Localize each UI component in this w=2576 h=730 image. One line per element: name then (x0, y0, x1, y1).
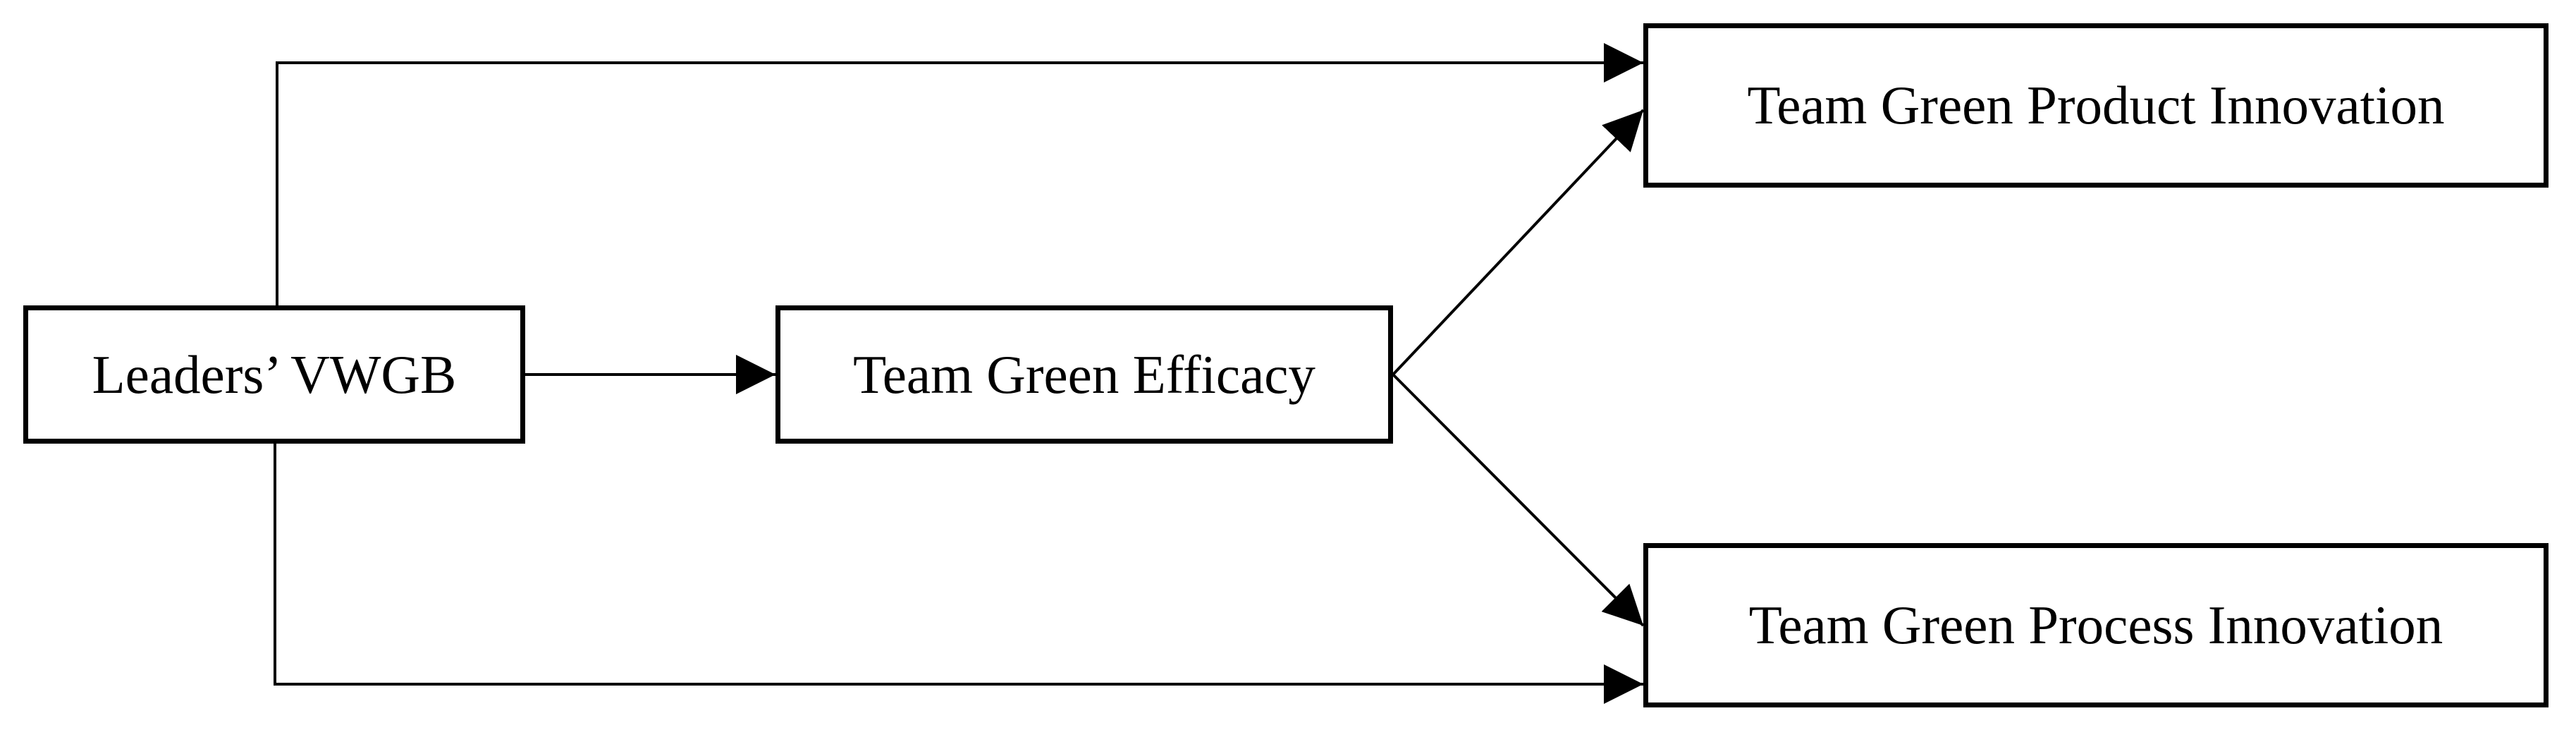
arrow-vwgb-to-process (274, 444, 1643, 704)
node-label: Leaders’ VWGB (92, 343, 457, 405)
node-label: Team Green Product Innovation (1747, 75, 2445, 135)
node-label: Team Green Process Innovation (1748, 595, 2443, 655)
node-team-green-efficacy: Team Green Efficacy (775, 305, 1393, 444)
node-leaders-vwgb: Leaders’ VWGB (23, 305, 525, 444)
node-label: Team Green Efficacy (853, 343, 1315, 405)
node-team-green-product-innovation: Team Green Product Innovation (1643, 23, 2549, 188)
arrow-efficacy-to-product (1392, 109, 1645, 376)
arrow-vwgb-to-product (276, 43, 1643, 305)
node-team-green-process-innovation: Team Green Process Innovation (1643, 543, 2549, 707)
arrow-efficacy-to-process (1392, 373, 1645, 627)
